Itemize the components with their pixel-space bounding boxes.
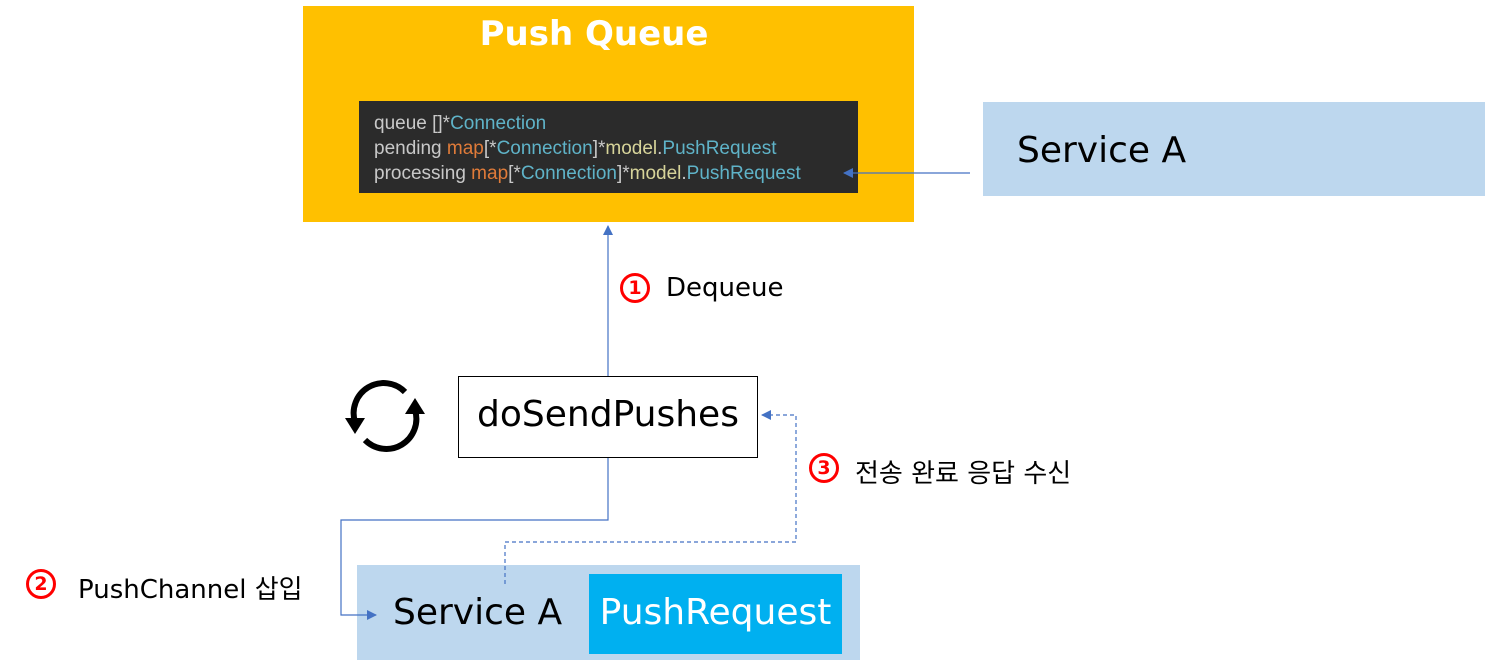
push-queue-title: Push Queue [479, 14, 709, 54]
step-3-label: 전송 완료 응답 수신 [855, 459, 1072, 489]
push-request-box [589, 574, 842, 654]
service-a-top-label: Service A [1017, 130, 1187, 171]
refresh-cycle-icon [345, 380, 425, 452]
arrow-push-channel [340, 458, 609, 620]
arrow-response-dashed [504, 410, 797, 584]
push-request-label: PushRequest [599, 592, 832, 633]
queue-struct-code: queue []*Connection pending map[*Connect… [359, 101, 858, 193]
code-line-pending: pending map[*Connection]*model.PushReque… [374, 138, 777, 159]
step-2-marker: 2 [26, 569, 56, 599]
step-1-marker: 1 [620, 273, 650, 303]
service-a-top-box [983, 102, 1485, 196]
step-3-marker: 3 [809, 453, 839, 483]
code-line-processing: processing map[*Connection]*model.PushRe… [374, 163, 801, 184]
service-a-bottom-label: Service A [393, 592, 563, 633]
step-2-label: PushChannel 삽입 [78, 575, 303, 605]
do-send-pushes-box [458, 376, 758, 458]
step-1-label: Dequeue [666, 273, 784, 303]
code-line-queue: queue []*Connection [374, 113, 547, 134]
do-send-pushes-label: doSendPushes [477, 394, 739, 435]
